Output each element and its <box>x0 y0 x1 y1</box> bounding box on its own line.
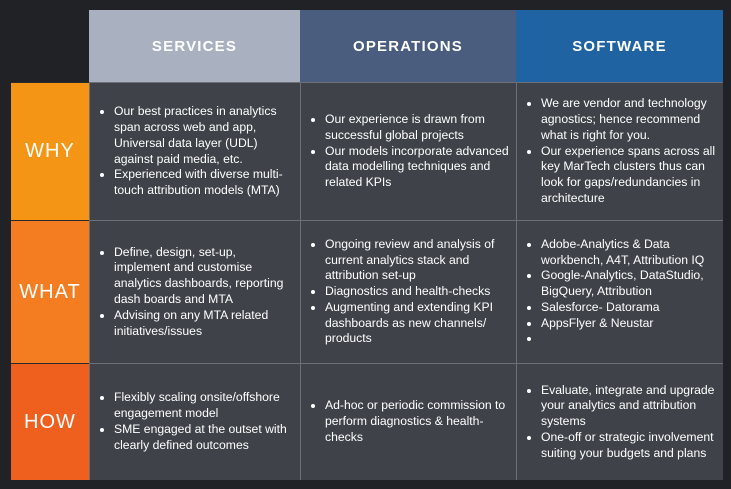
bullet-item: We are vendor and technology agnostics; … <box>541 96 717 143</box>
bullet-item: Diagnostics and health-checks <box>325 284 510 300</box>
table-corner <box>11 10 89 82</box>
bullet-item: Google-Analytics, DataStudio, BigQuery, … <box>541 268 717 300</box>
bullet-list: Ongoing review and analysis of current a… <box>307 237 510 348</box>
bullet-item: Advising on any MTA related initiatives/… <box>114 308 294 340</box>
bullet-item <box>541 331 717 347</box>
bullet-item: Experienced with diverse multi-touch att… <box>114 167 294 199</box>
bullet-item: AppsFlyer & Neustar <box>541 316 717 332</box>
bullet-list: Adobe-Analytics & Data workbench, A4T, A… <box>523 237 717 348</box>
bullet-item: Salesforce- Datorama <box>541 300 717 316</box>
cell-what-software: Adobe-Analytics & Data workbench, A4T, A… <box>516 220 723 363</box>
cell-what-services: Define, design, set-up, implement and cu… <box>89 220 300 363</box>
bullet-item: Our experience is drawn from successful … <box>325 112 510 144</box>
column-header-services: SERVICES <box>89 10 300 82</box>
cell-how-software: Evaluate, integrate and upgrade your ana… <box>516 363 723 480</box>
bullet-item: Define, design, set-up, implement and cu… <box>114 245 294 308</box>
cell-how-operations: Ad-hoc or periodic commission to perform… <box>300 363 516 480</box>
bullet-item: Flexibly scaling onsite/offshore engagem… <box>114 390 294 422</box>
bullet-item: Our experience spans across all key MarT… <box>541 144 717 207</box>
bullet-list: Evaluate, integrate and upgrade your ana… <box>523 383 717 462</box>
bullet-list: Ad-hoc or periodic commission to perform… <box>307 398 510 445</box>
bullet-item: Our models incorporate advanced data mod… <box>325 144 510 191</box>
bullet-item: Evaluate, integrate and upgrade your ana… <box>541 383 717 430</box>
row-label-why: WHY <box>11 82 89 220</box>
row-label-what: WHAT <box>11 220 89 363</box>
bullet-item: Ongoing review and analysis of current a… <box>325 237 510 284</box>
bullet-item: Adobe-Analytics & Data workbench, A4T, A… <box>541 237 717 269</box>
column-header-operations: OPERATIONS <box>300 10 516 82</box>
bullet-item: SME engaged at the outset with clearly d… <box>114 422 294 454</box>
bullet-item: Ad-hoc or periodic commission to perform… <box>325 398 510 445</box>
cell-why-services: Our best practices in analytics span acr… <box>89 82 300 220</box>
cell-why-software: We are vendor and technology agnostics; … <box>516 82 723 220</box>
cell-why-operations: Our experience is drawn from successful … <box>300 82 516 220</box>
bullet-list: We are vendor and technology agnostics; … <box>523 96 717 207</box>
bullet-list: Flexibly scaling onsite/offshore engagem… <box>96 390 294 453</box>
row-label-how: HOW <box>11 363 89 480</box>
cell-what-operations: Ongoing review and analysis of current a… <box>300 220 516 363</box>
bullet-list: Define, design, set-up, implement and cu… <box>96 245 294 340</box>
bullet-list: Our experience is drawn from successful … <box>307 112 510 191</box>
bullet-item: One-off or strategic involvement suiting… <box>541 430 717 462</box>
matrix-table: SERVICES OPERATIONS SOFTWARE WHY Our bes… <box>11 10 723 480</box>
column-header-software: SOFTWARE <box>516 10 723 82</box>
bullet-list: Our best practices in analytics span acr… <box>96 104 294 199</box>
cell-how-services: Flexibly scaling onsite/offshore engagem… <box>89 363 300 480</box>
bullet-item: Our best practices in analytics span acr… <box>114 104 294 167</box>
bullet-item: Augmenting and extending KPI dashboards … <box>325 300 510 347</box>
